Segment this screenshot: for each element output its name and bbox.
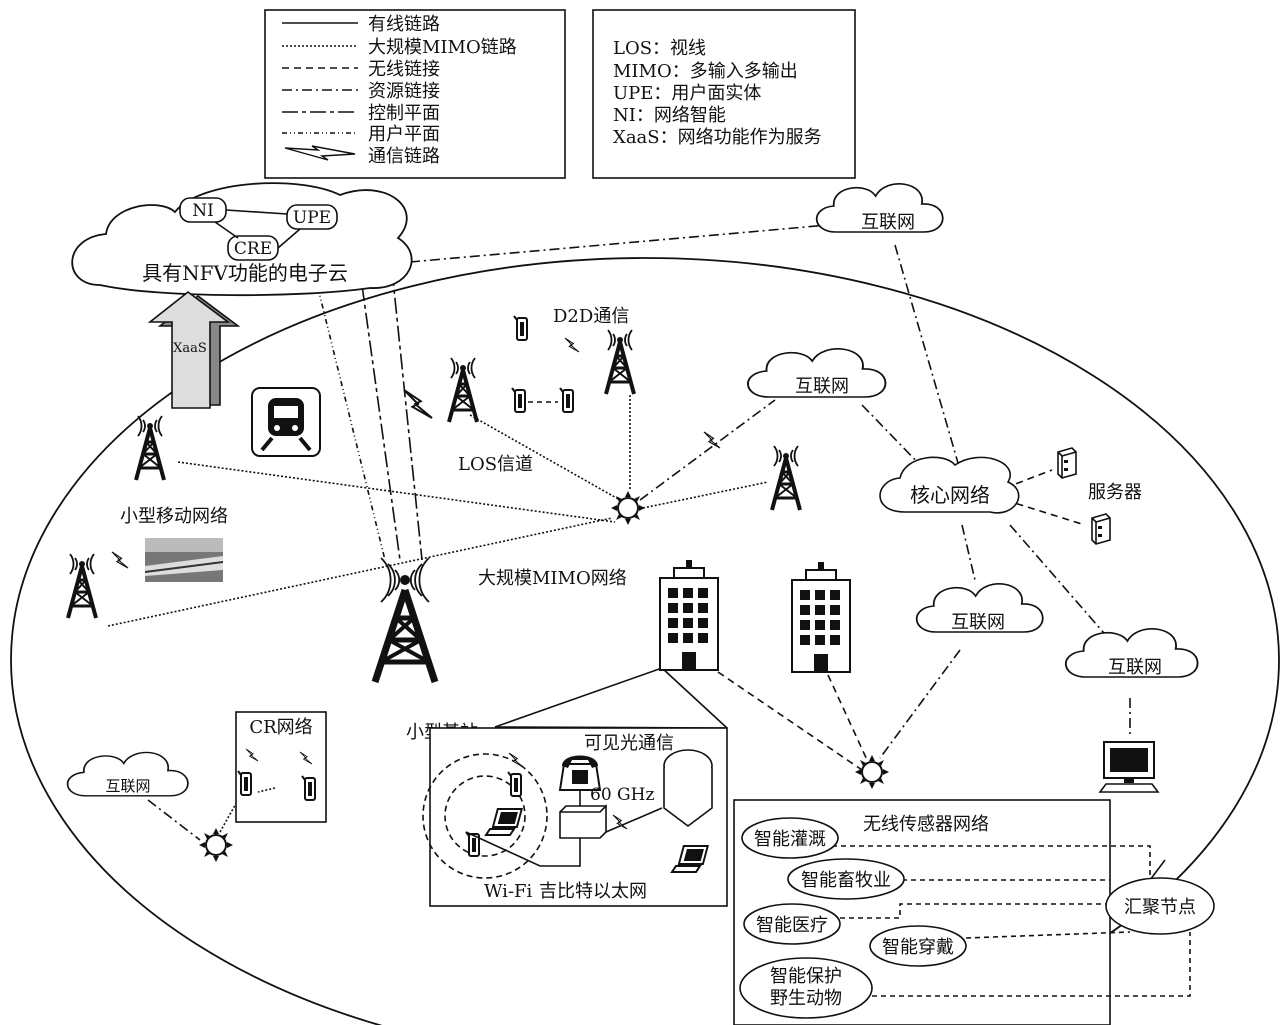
wsn-smart-wildlife-line2: 野生动物 bbox=[770, 988, 842, 1009]
wsn-smart-medical: 智能医疗 bbox=[756, 915, 828, 936]
line-legend: 有线链路 大规模MIMO链路 无线链接 资源链接 控制平面 用户平面 通信链路 bbox=[264, 9, 566, 179]
internet-label-left: 互联网 bbox=[105, 777, 150, 795]
network-region-ellipse bbox=[10, 257, 1280, 1025]
small-mobile-network-label: 小型移动网络 bbox=[120, 506, 228, 527]
telephone-icon bbox=[558, 755, 602, 791]
wsn-smart-wearable: 智能穿戴 bbox=[882, 937, 954, 958]
wsn-title: 无线传感器网络 bbox=[863, 814, 989, 835]
cr-network-label: CR网络 bbox=[249, 717, 312, 738]
server-icon bbox=[1057, 447, 1077, 479]
abbreviation-legend: LOS：视线 MIMO：多输入多输出 UPE：用户面实体 NI：网络智能 Xaa… bbox=[592, 9, 856, 179]
nfv-cloud: NI UPE CRE 具有NFV功能的电子云 bbox=[71, 182, 413, 297]
internet-label-middle: 互联网 bbox=[795, 376, 849, 397]
building-icon bbox=[791, 561, 851, 673]
nfv-cloud-label: 具有NFV功能的电子云 bbox=[142, 261, 348, 285]
communication-bolt-icon bbox=[703, 431, 721, 449]
phone-icon bbox=[513, 315, 528, 341]
vlc-label: 可见光通信 bbox=[584, 733, 674, 754]
60ghz-label: 60 GHz bbox=[590, 785, 654, 805]
building-icon bbox=[659, 559, 719, 671]
server-icon bbox=[1091, 513, 1111, 545]
cr-network-box: CR网络 bbox=[235, 711, 327, 823]
phone-icon bbox=[511, 387, 526, 413]
cell-tower-icon bbox=[770, 444, 802, 512]
legend-wired-link: 有线链路 bbox=[368, 14, 440, 35]
cloud-node-ni: NI bbox=[192, 201, 214, 221]
hub-node-icon bbox=[610, 490, 646, 526]
hub-node-icon bbox=[198, 827, 234, 863]
cloud-node-upe: UPE bbox=[293, 208, 331, 228]
legend-resource-link: 资源链接 bbox=[368, 81, 440, 102]
communication-bolt-icon bbox=[403, 389, 433, 419]
wsn-smart-livestock: 智能畜牧业 bbox=[801, 870, 891, 891]
cloud-node-cre: CRE bbox=[234, 239, 272, 259]
server-label: 服务器 bbox=[1088, 482, 1142, 503]
xaas-label: XaaS bbox=[173, 341, 207, 356]
internet-label-right-mid: 互联网 bbox=[951, 612, 1005, 633]
abbr-upe: UPE：用户面实体 bbox=[613, 83, 761, 104]
abbr-ni: NI：网络智能 bbox=[613, 105, 726, 126]
train-icon bbox=[251, 387, 321, 457]
massive-mimo-tower-icon bbox=[371, 557, 439, 684]
core-network-label: 核心网络 bbox=[910, 483, 990, 507]
wifi-label: Wi-Fi bbox=[484, 881, 533, 902]
desktop-computer-icon bbox=[1098, 741, 1160, 793]
abbr-xaas: XaaS：网络功能作为服务 bbox=[613, 127, 822, 148]
legend-user-plane: 用户平面 bbox=[368, 124, 440, 145]
cell-tower-icon bbox=[134, 414, 166, 482]
legend-control-plane: 控制平面 bbox=[368, 103, 440, 124]
communication-bolt-icon bbox=[111, 551, 129, 569]
abbr-mimo: MIMO：多输入多输出 bbox=[613, 61, 798, 82]
xaas-arrow: XaaS bbox=[147, 290, 241, 409]
small-cell-box: 可见光通信 60 GHz Wi-Fi 吉比特以太网 bbox=[422, 727, 728, 907]
phone-icon bbox=[559, 387, 574, 413]
massive-mimo-network-label: 大规模MIMO网络 bbox=[478, 568, 627, 589]
core-network-cloud: 核心网络 bbox=[879, 456, 1020, 514]
abbr-los: LOS：视线 bbox=[613, 38, 706, 59]
d2d-label: D2D通信 bbox=[553, 306, 629, 327]
legend-communication-link: 通信链路 bbox=[368, 146, 440, 167]
internet-label-top: 互联网 bbox=[861, 212, 915, 233]
los-channel-label: LOS信道 bbox=[458, 454, 533, 475]
legend-wireless-link: 无线链接 bbox=[368, 59, 440, 80]
legend-massive-mimo-link: 大规模MIMO链路 bbox=[368, 37, 517, 58]
wireless-bolt-icon bbox=[564, 337, 580, 353]
sink-node: 汇聚节点 bbox=[1105, 877, 1215, 935]
wsn-smart-irrigation: 智能灌溉 bbox=[754, 829, 826, 850]
gigabit-ethernet-label: 吉比特以太网 bbox=[539, 881, 647, 902]
cell-tower-icon bbox=[604, 328, 636, 396]
wireless-sensor-network-box: 无线传感器网络 智能灌溉 智能畜牧业 智能医疗 智能穿戴 智能保护 野生动物 bbox=[733, 799, 1191, 1025]
cell-tower-icon bbox=[447, 356, 479, 424]
cell-tower-icon bbox=[66, 552, 98, 620]
bullet-train-image bbox=[144, 538, 224, 582]
wsn-smart-wildlife-line1: 智能保护 bbox=[770, 966, 842, 987]
hub-node-icon bbox=[854, 754, 890, 790]
sink-node-label: 汇聚节点 bbox=[1124, 897, 1196, 918]
internet-label-right: 互联网 bbox=[1108, 657, 1162, 678]
